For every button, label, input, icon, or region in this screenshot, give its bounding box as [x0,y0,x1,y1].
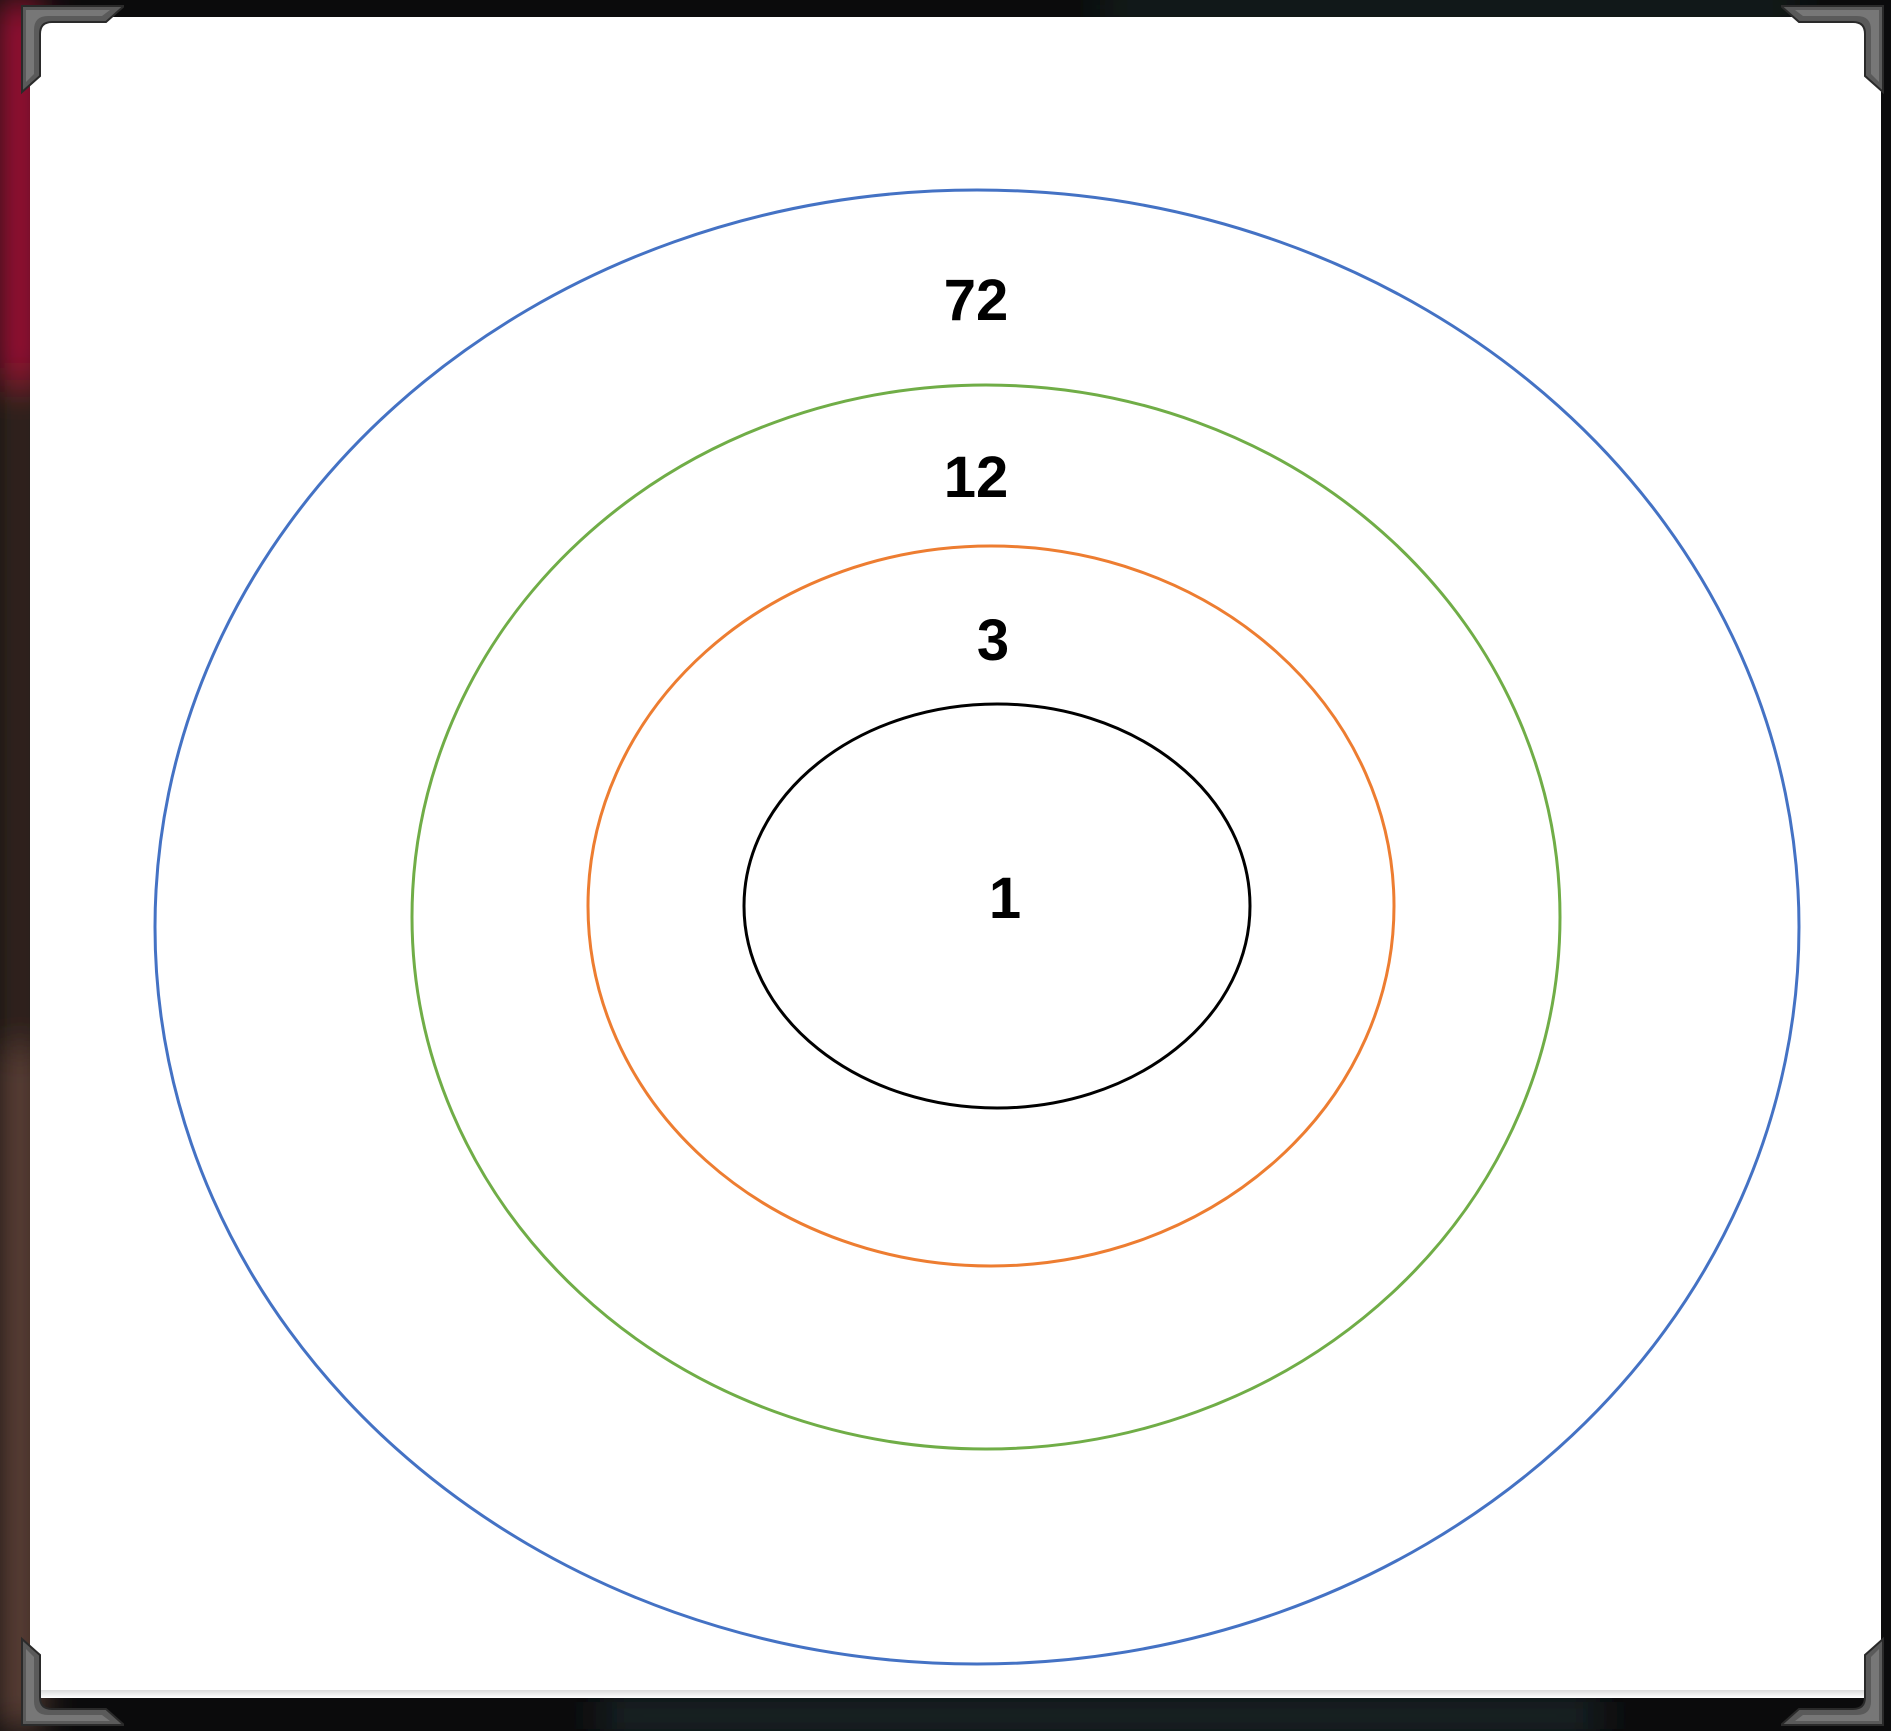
corner-bracket-icon [14,1621,124,1731]
corner-bracket-icon [1781,1621,1891,1731]
ring-outer-label: 72 [944,268,1009,333]
corner-bracket-icon [14,0,124,110]
ring-inner-label: 1 [989,866,1021,931]
ring-second-label: 12 [944,445,1009,510]
ring-third-label: 3 [977,608,1009,673]
corner-bracket-icon [1781,0,1891,110]
ring-outer [155,190,1799,1664]
